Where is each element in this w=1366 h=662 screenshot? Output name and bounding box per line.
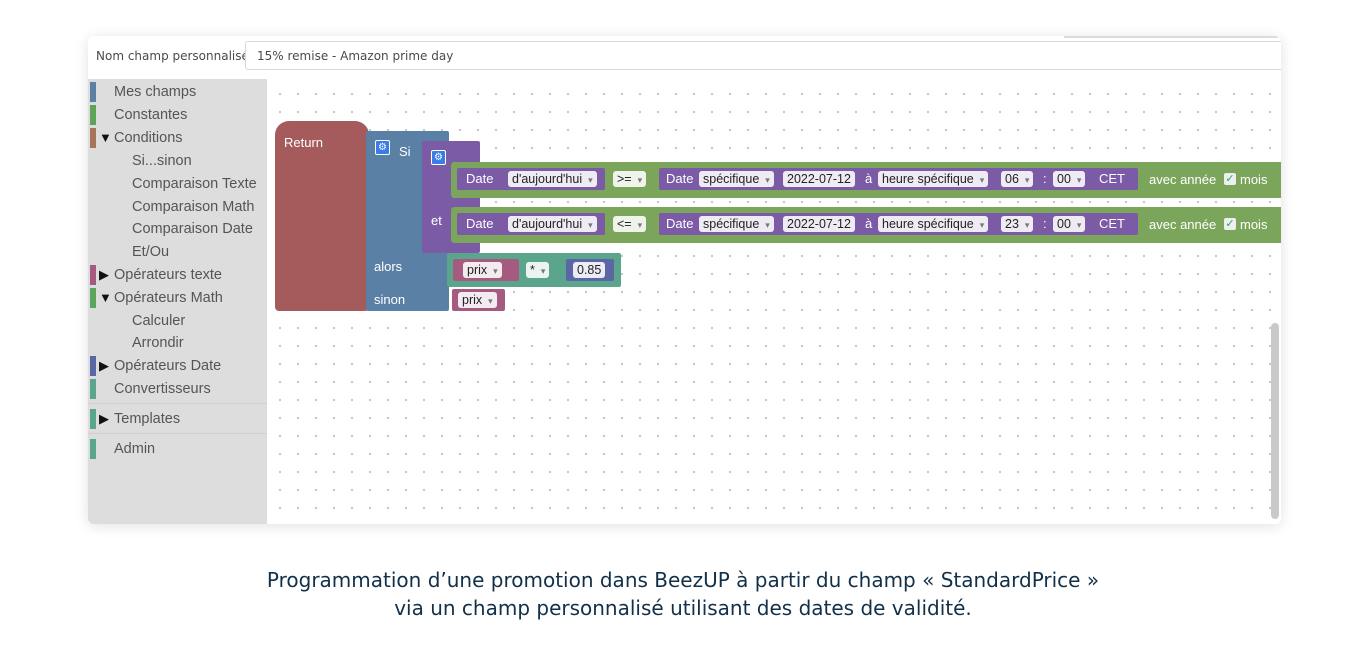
hour-dropdown[interactable]: 23	[1001, 216, 1034, 232]
today-dropdown[interactable]: d'aujourd'hui	[508, 216, 597, 232]
field-dropdown[interactable]: prix	[458, 292, 497, 308]
category-color-bar	[90, 409, 96, 429]
colon-label: :	[1043, 216, 1047, 231]
a-label: à	[865, 216, 873, 231]
avec-annee-label: avec année	[1149, 217, 1217, 232]
specific-dropdown[interactable]: spécifique	[699, 216, 774, 232]
blockly-workspace[interactable]: Return ⚙ Si alors sinon ⚙ et Date d'aujo…	[267, 79, 1281, 524]
category-color-bar	[90, 82, 96, 102]
toolbox-item-label: Opérateurs Math	[114, 290, 223, 306]
operator-dropdown[interactable]: <=	[613, 216, 647, 232]
caption-line-2: via un champ personnalisé utilisant des …	[394, 596, 972, 620]
field-dropdown[interactable]: prix	[463, 262, 502, 278]
field-prix-block[interactable]: prix	[453, 259, 519, 281]
number-value-field[interactable]: 0.85	[573, 262, 606, 278]
colon-label: :	[1043, 171, 1047, 186]
et-label: et	[431, 213, 442, 228]
mutator-gear-icon[interactable]: ⚙	[431, 150, 446, 165]
toolbox-item-label: Si...sinon	[132, 153, 192, 169]
category-color-bar	[90, 379, 96, 399]
year-checkbox[interactable]: ✓	[1224, 218, 1236, 230]
specific-date-block[interactable]: Date spécifique 2022-07-12 à heure spéci…	[659, 213, 1138, 235]
alors-label: alors	[374, 259, 403, 274]
toolbox-item-label: Opérateurs texte	[114, 267, 222, 283]
date-compare-block-1[interactable]: Date d'aujourd'hui >= Date spécifique 20…	[451, 162, 1281, 198]
sinon-label: sinon	[374, 292, 406, 307]
mois-label: mois	[1240, 217, 1268, 232]
date-value-field[interactable]: 2022-07-12	[783, 171, 855, 187]
top-divider	[1064, 36, 1278, 38]
si-label: Si	[399, 144, 411, 159]
hour-dropdown[interactable]: 06	[1001, 171, 1034, 187]
specific-dropdown[interactable]: spécifique	[699, 171, 774, 187]
toolbox-separator	[88, 433, 267, 434]
workspace-scrollbar[interactable]	[1271, 323, 1279, 519]
today-dropdown[interactable]: d'aujourd'hui	[508, 171, 597, 187]
toolbox-item-label: Mes champs	[114, 84, 197, 100]
date-label: Date	[466, 171, 494, 186]
mois-label: mois	[1240, 172, 1268, 187]
return-label: Return	[284, 135, 324, 150]
toolbox-item-label: Comparaison Date	[132, 221, 253, 237]
field-prix-block-sinon[interactable]: prix	[452, 289, 505, 311]
return-block[interactable]: Return	[275, 121, 369, 311]
custom-field-row: Nom champ personnalisé 15% remise - Amaz…	[88, 36, 1281, 79]
expand-arrow-icon[interactable]: ▶	[99, 411, 109, 426]
date-label: Date	[666, 216, 694, 231]
minute-dropdown[interactable]: 00	[1053, 171, 1086, 187]
hour-mode-dropdown[interactable]: heure spécifique	[878, 216, 989, 232]
a-label: à	[865, 171, 873, 186]
editor-card: Nom champ personnalisé 15% remise - Amaz…	[88, 36, 1281, 524]
number-block[interactable]: 0.85	[566, 259, 614, 281]
timezone-label: CET	[1099, 216, 1125, 231]
hour-mode-dropdown[interactable]: heure spécifique	[878, 171, 989, 187]
math-operator-dropdown[interactable]: *	[526, 262, 550, 278]
category-color-bar	[90, 105, 96, 125]
caption-line-1: Programmation d’une promotion dans BeezU…	[266, 568, 1100, 592]
toolbox-item-label: Et/Ou	[132, 244, 170, 260]
toolbox-item-label: Comparaison Math	[132, 199, 255, 215]
date-value-field[interactable]: 2022-07-12	[783, 216, 855, 232]
toolbox-item-label: Calculer	[132, 313, 186, 329]
category-color-bar	[90, 128, 96, 148]
category-color-bar	[90, 288, 96, 308]
minute-dropdown[interactable]: 00	[1053, 216, 1086, 232]
today-date-block[interactable]: Date d'aujourd'hui	[457, 213, 605, 235]
toolbox-item-label: Constantes	[114, 107, 188, 123]
toolbox-item-label: Convertisseurs	[114, 381, 211, 397]
category-color-bar	[90, 265, 96, 285]
operator-dropdown[interactable]: >=	[613, 171, 647, 187]
custom-field-label: Nom champ personnalisé	[96, 49, 249, 63]
toolbox-separator	[88, 403, 267, 404]
date-label: Date	[666, 171, 694, 186]
custom-field-input[interactable]: 15% remise - Amazon prime day	[245, 41, 1281, 70]
specific-date-block[interactable]: Date spécifique 2022-07-12 à heure spéci…	[659, 168, 1138, 190]
year-checkbox[interactable]: ✓	[1224, 173, 1236, 185]
toolbox-item-label: Opérateurs Date	[114, 358, 222, 374]
expand-arrow-icon[interactable]: ▶	[99, 267, 109, 282]
blockly-toolbox: Mes champs Constantes ▼ Conditions Si...…	[88, 79, 267, 524]
toolbox-item-label: Templates	[114, 411, 181, 427]
expand-arrow-icon[interactable]: ▶	[99, 358, 109, 373]
toolbox-item-label: Comparaison Texte	[132, 176, 257, 192]
expand-arrow-icon[interactable]: ▼	[99, 130, 112, 145]
math-multiply-block[interactable]: prix * 0.85	[447, 253, 621, 287]
expand-arrow-icon[interactable]: ▼	[99, 290, 112, 305]
category-color-bar	[90, 439, 96, 459]
date-label: Date	[466, 216, 494, 231]
mutator-gear-icon[interactable]: ⚙	[375, 140, 390, 155]
toolbox-item-label: Conditions	[114, 130, 183, 146]
toolbox-item-label: Arrondir	[132, 335, 184, 351]
avec-annee-label: avec année	[1149, 172, 1217, 187]
toolbox-item-label: Admin	[114, 441, 156, 457]
category-color-bar	[90, 356, 96, 376]
date-compare-block-2[interactable]: Date d'aujourd'hui <= Date spécifique 20…	[451, 207, 1281, 243]
timezone-label: CET	[1099, 171, 1125, 186]
today-date-block[interactable]: Date d'aujourd'hui	[457, 168, 605, 190]
